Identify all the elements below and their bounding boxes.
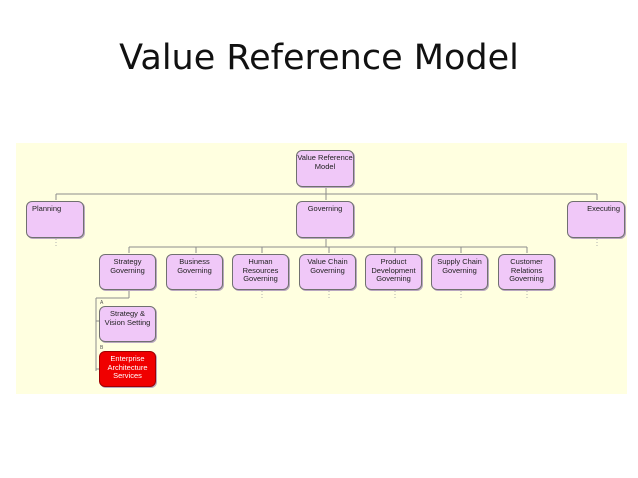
node-label: Supply Chain Governing — [437, 257, 482, 275]
marker-a: A — [100, 300, 104, 306]
page-title: Value Reference Model — [119, 38, 519, 78]
node-label: Customer Relations Governing — [509, 257, 544, 283]
node-governing[interactable]: Governing — [296, 201, 354, 238]
node-label: Governing — [307, 204, 343, 213]
node-customer-relations-governing[interactable]: Customer Relations Governing — [498, 254, 555, 290]
node-human-resources-governing[interactable]: Human Resources Governing — [232, 254, 289, 290]
node-label: Business Governing — [177, 257, 212, 275]
node-label: Value Chain Governing — [307, 257, 348, 275]
node-strategy-governing[interactable]: Strategy Governing — [99, 254, 156, 290]
node-label: Executing — [587, 204, 620, 213]
node-value-chain-governing[interactable]: Value Chain Governing — [299, 254, 356, 290]
node-label: Strategy & Vision Setting — [104, 309, 151, 327]
node-label: Strategy Governing — [110, 257, 145, 275]
node-value-reference-model[interactable]: Value Reference Model — [296, 150, 354, 187]
node-enterprise-architecture-services[interactable]: Enterprise Architecture Services — [99, 351, 156, 387]
marker-b: B — [100, 345, 104, 351]
node-label: Enterprise Architecture Services — [107, 354, 148, 380]
node-strategy-vision-setting[interactable]: Strategy & Vision Setting — [99, 306, 156, 342]
diagram-canvas: Value Reference Model Planning Governing… — [16, 143, 627, 394]
node-supply-chain-governing[interactable]: Supply Chain Governing — [431, 254, 488, 290]
node-business-governing[interactable]: Business Governing — [166, 254, 223, 290]
connector-lines — [55, 187, 598, 371]
node-label: Product Development Governing — [371, 257, 416, 283]
node-label: Human Resources Governing — [242, 257, 279, 283]
node-executing[interactable]: Executing — [567, 201, 625, 238]
node-label: Planning — [32, 204, 62, 213]
node-label: Value Reference Model — [297, 153, 353, 171]
node-planning[interactable]: Planning — [26, 201, 84, 238]
node-product-development-governing[interactable]: Product Development Governing — [365, 254, 422, 290]
